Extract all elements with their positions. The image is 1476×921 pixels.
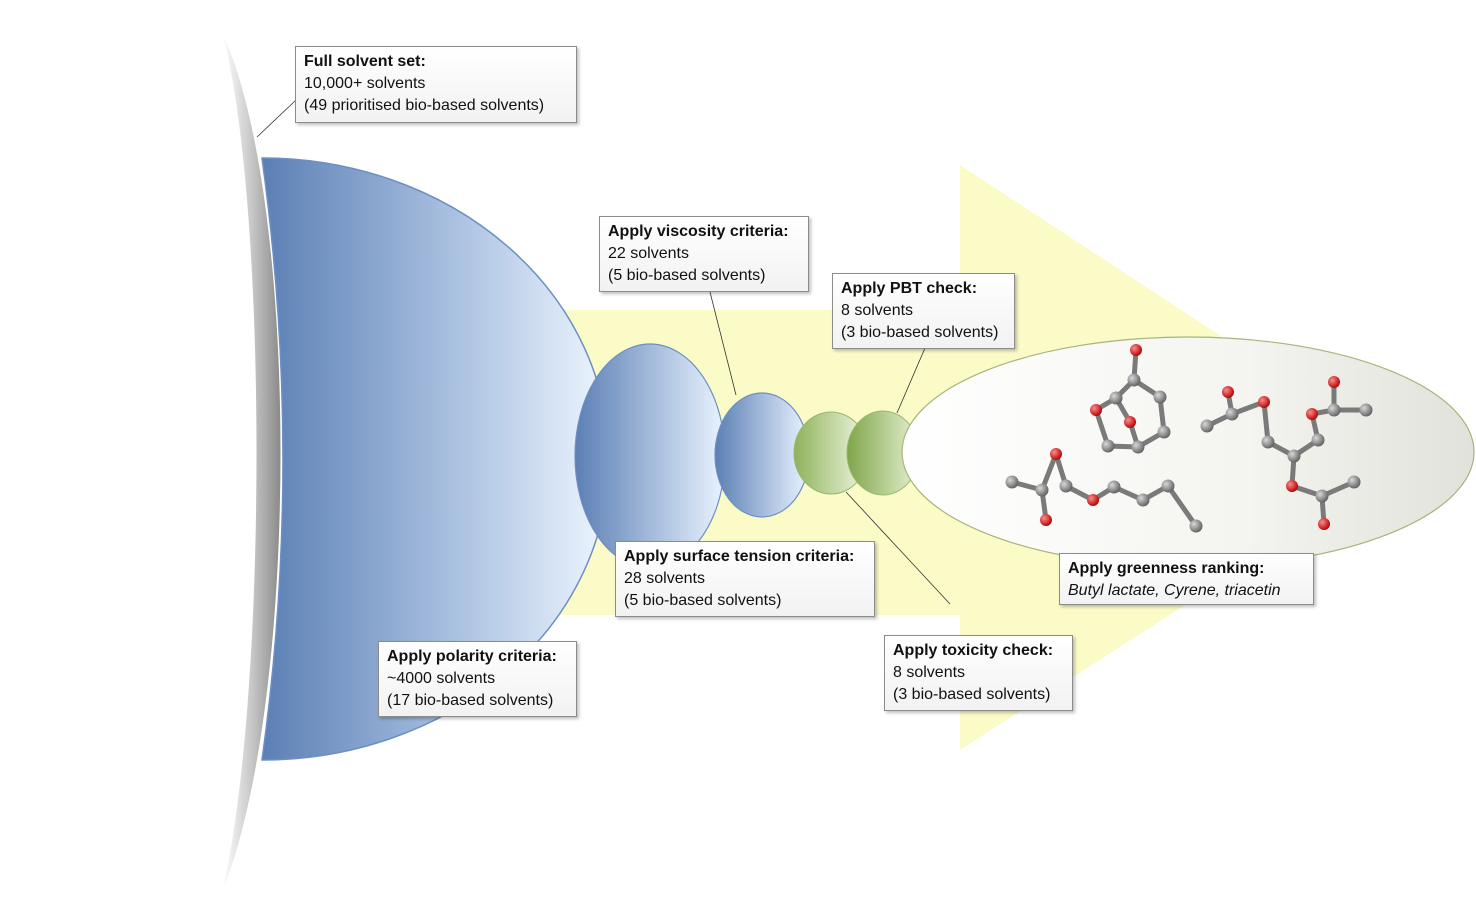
carbon-atom — [1225, 407, 1239, 421]
viscosity-bio: (5 bio-based solvents) — [608, 267, 766, 284]
pbt-label: Apply PBT check: 8 solvents (3 bio-based… — [832, 273, 1015, 349]
carbon-atom — [1311, 433, 1325, 447]
greenness-result: Butyl lactate, Cyrene, triacetin — [1068, 582, 1281, 599]
surface-tension-circle — [574, 343, 726, 569]
viscosity-count: 22 solvents — [608, 245, 689, 262]
carbon-atom — [1359, 403, 1373, 417]
full-set-count: 10,000+ solvents — [304, 75, 426, 92]
carbon-atom — [1101, 439, 1115, 453]
carbon-atom — [1059, 479, 1073, 493]
carbon-atom — [1035, 483, 1049, 497]
carbon-atom — [1200, 419, 1214, 433]
carbon-atom — [1161, 479, 1175, 493]
oxygen-atom — [1087, 494, 1099, 506]
greenness-oval — [901, 336, 1475, 568]
carbon-atom — [1127, 373, 1141, 387]
full-set-bio: (49 prioritised bio-based solvents) — [304, 97, 545, 114]
polarity-count: ~4000 solvents — [387, 670, 496, 687]
pbt-title: Apply PBT check: — [841, 280, 978, 297]
butyl-lactate-molecule — [1005, 448, 1203, 533]
carbon-atom — [1131, 440, 1145, 454]
oxygen-atom — [1306, 408, 1318, 420]
full-set-lens — [222, 32, 281, 892]
cyrene-molecule — [1090, 344, 1171, 454]
carbon-atom — [1107, 480, 1121, 494]
polarity-circle — [261, 157, 610, 761]
greenness-label: Apply greenness ranking: Butyl lactate, … — [1059, 553, 1314, 605]
carbon-atom — [1287, 449, 1301, 463]
oxygen-atom — [1090, 404, 1102, 416]
toxicity-count: 8 solvents — [893, 664, 966, 681]
molecule-structures — [1005, 344, 1373, 533]
carbon-atom — [1189, 519, 1203, 533]
oxygen-atom — [1222, 386, 1234, 398]
viscosity-title: Apply viscosity criteria: — [608, 223, 789, 240]
oxygen-atom — [1318, 518, 1330, 530]
oxygen-atom — [1040, 514, 1052, 526]
toxicity-label: Apply toxicity check: 8 solvents (3 bio-… — [884, 635, 1073, 711]
callout-lines — [256, 99, 951, 605]
triacetin-molecule — [1200, 376, 1373, 530]
oxygen-atom — [1258, 396, 1270, 408]
greenness-title: Apply greenness ranking: — [1068, 560, 1265, 577]
full-set-label: Full solvent set: 10,000+ solvents (49 p… — [295, 46, 577, 123]
toxicity-title: Apply toxicity check: — [893, 642, 1054, 659]
bond — [1165, 483, 1199, 529]
bond — [1261, 399, 1271, 445]
pbt-count: 8 solvents — [841, 302, 914, 319]
full-set-title: Full solvent set: — [304, 53, 426, 70]
oxygen-atom — [1050, 448, 1062, 460]
toxicity-bio: (3 bio-based solvents) — [893, 686, 1051, 703]
surface-tension-title: Apply surface tension criteria: — [624, 548, 855, 565]
carbon-atom — [1327, 403, 1341, 417]
viscosity-label: Apply viscosity criteria: 22 solvents (5… — [599, 216, 809, 292]
carbon-atom — [1136, 493, 1150, 507]
surface-tension-label: Apply surface tension criteria: 28 solve… — [615, 541, 875, 617]
carbon-atom — [1315, 489, 1329, 503]
carbon-atom — [1261, 435, 1275, 449]
polarity-title: Apply polarity criteria: — [387, 648, 557, 665]
oxygen-atom — [1124, 416, 1136, 428]
carbon-atom — [1109, 391, 1123, 405]
oxygen-atom — [1328, 376, 1340, 388]
carbon-atom — [1347, 475, 1361, 489]
oxygen-atom — [1286, 480, 1298, 492]
carbon-atom — [1157, 425, 1171, 439]
surface-tension-count: 28 solvents — [624, 570, 705, 587]
carbon-atom — [1005, 475, 1019, 489]
polarity-label: Apply polarity criteria: ~4000 solvents … — [378, 641, 577, 717]
surface-tension-bio: (5 bio-based solvents) — [624, 592, 782, 609]
pbt-bio: (3 bio-based solvents) — [841, 324, 999, 341]
oxygen-atom — [1130, 344, 1142, 356]
carbon-atom — [1153, 390, 1167, 404]
polarity-bio: (17 bio-based solvents) — [387, 692, 554, 709]
